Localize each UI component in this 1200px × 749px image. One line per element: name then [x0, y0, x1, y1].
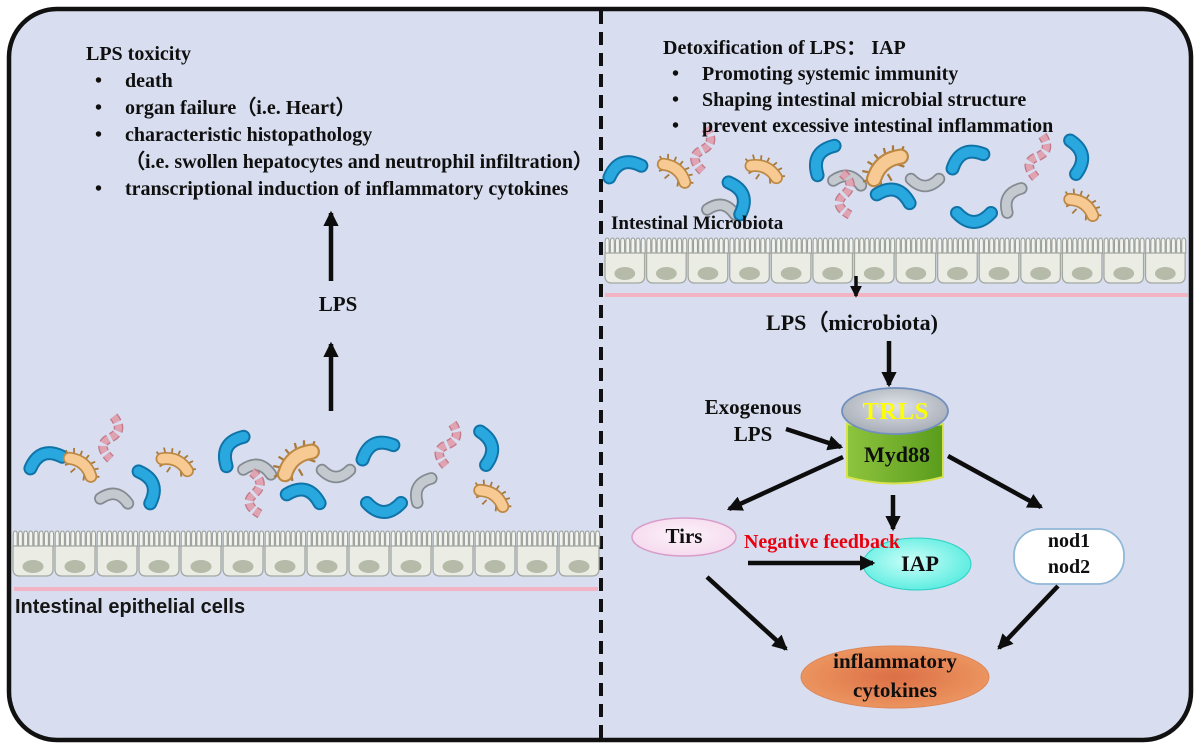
exogenous-line1: Exogenous	[704, 395, 802, 419]
arrow-myd88-to-tirs	[726, 454, 844, 512]
lps-label: LPS	[318, 292, 358, 316]
left-panel-bullet-list: • death • organ failure（i.e. Heart） • chara…	[95, 68, 593, 203]
basement-membrane-left	[14, 587, 598, 591]
cytokines-node	[800, 645, 990, 709]
bullet-marker: •	[95, 178, 103, 200]
bullet-marker: •	[95, 70, 103, 92]
bullet-marker: •	[95, 97, 103, 119]
list-item: • death	[95, 68, 593, 95]
iap-label: IAP	[901, 551, 939, 576]
nod2-line: nod2	[1047, 556, 1091, 578]
bullet-text: organ failure（i.e. Heart）	[125, 97, 356, 119]
nod1-line: nod1	[1047, 530, 1091, 552]
right-panel-title: Detoxification of LPS： IAP	[663, 37, 906, 59]
bullet-text: Promoting systemic immunity	[702, 63, 959, 85]
myd88-label: Myd88	[864, 442, 930, 467]
bullet-marker: •	[672, 115, 680, 137]
lps-microbiota-label: LPS（microbiota)	[766, 310, 938, 335]
nod1-nod2-label: nod1 nod2	[1048, 528, 1090, 580]
negative-feedback-label: Negative feedback	[743, 531, 901, 553]
bullet-marker	[95, 149, 125, 176]
exogenous-line2: LPS	[733, 422, 773, 446]
list-item: （i.e. swollen hepatocytes and neutrophil…	[95, 149, 593, 176]
intestinal-epithelial-cells-label: Intestinal epithelial cells	[15, 596, 246, 618]
cytokines-line1: inflammatory	[833, 649, 957, 673]
trls-receptor-node	[841, 387, 949, 435]
list-item: • transcriptional induction of inflammato…	[95, 176, 593, 203]
trls-label: TRLS	[862, 399, 930, 425]
list-item: • Shaping intestinal microbial structure	[672, 87, 1053, 113]
arrow-exogenous-to-myd88	[785, 426, 844, 451]
basement-membrane-right	[605, 293, 1188, 297]
intestinal-microbiota-label: Intestinal Microbiota	[611, 213, 784, 234]
list-item: • organ failure（i.e. Heart）	[95, 95, 593, 122]
list-item: • Promoting systemic immunity	[672, 61, 1053, 87]
left-panel-title: LPS toxicity	[86, 43, 191, 65]
exogenous-lps-label: Exogenous LPS	[705, 394, 802, 448]
pathway-arrows	[705, 276, 1060, 651]
bullet-marker: •	[672, 89, 680, 111]
cytokines-line2: cytokines	[853, 678, 937, 702]
bullet-marker: •	[672, 63, 680, 85]
nod-node	[1013, 528, 1125, 585]
bullet-marker: •	[95, 124, 103, 146]
inflammatory-cytokines-label: inflammatory cytokines	[833, 647, 957, 705]
bullet-text: death	[125, 70, 173, 92]
tirs-node	[631, 517, 737, 557]
tirs-label: Tirs	[665, 524, 703, 548]
bullet-text: prevent excessive intestinal inflammatio…	[702, 115, 1054, 137]
bullet-text: （i.e. swollen hepatocytes and neutrophil…	[125, 151, 593, 173]
list-item: • prevent excessive intestinal inflammati…	[672, 113, 1053, 139]
arrow-nod-to-cytokines	[997, 584, 1060, 650]
bullet-text: characteristic histopathology	[125, 124, 373, 146]
bullet-text: Shaping intestinal microbial structure	[702, 89, 1027, 111]
right-panel-bullet-list: • Promoting systemic immunity • Shaping in…	[672, 61, 1053, 139]
arrow-tirs-to-cytokines	[705, 575, 788, 651]
arrow-myd88-to-nod	[946, 454, 1044, 509]
list-item: • characteristic histopathology	[95, 122, 593, 149]
bullet-text: transcriptional induction of inflammator…	[125, 178, 569, 200]
